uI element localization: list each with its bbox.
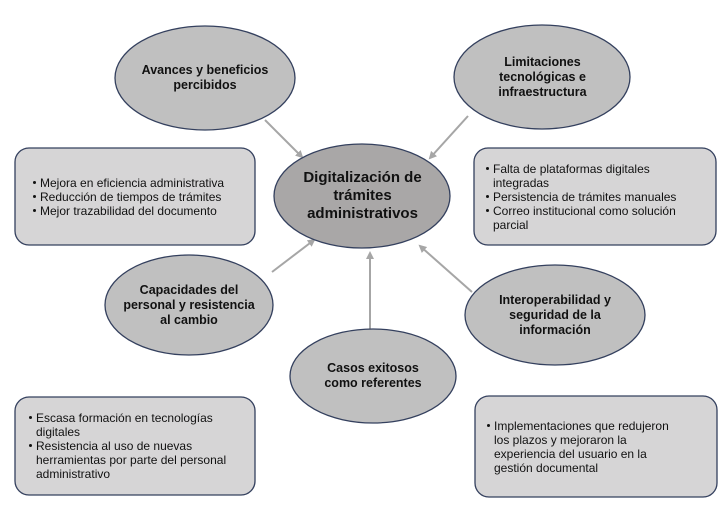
- list-avances: Mejora en eficiencia administrativa Redu…: [15, 148, 255, 245]
- ellipse-capacidades: [104, 254, 274, 356]
- ellipse-interop: [464, 264, 646, 366]
- list-item: Resistencia al uso de nuevas herramienta…: [29, 439, 240, 481]
- ellipse-center: [273, 143, 451, 249]
- ellipse-avances: [114, 25, 296, 131]
- box-capacidades: [14, 396, 256, 496]
- list-item: Reducción de tiempos de trámites: [33, 190, 224, 204]
- box-limitaciones: [473, 147, 717, 246]
- list-item: Implementaciones que redujeron los plazo…: [487, 419, 685, 475]
- node-limitaciones: Limitaciones tecnológicas e infraestruct…: [498, 54, 587, 99]
- list-item: Mejor trazabilidad del documento: [33, 204, 224, 218]
- ellipse-limitaciones: [453, 24, 631, 130]
- box-avances: [14, 147, 256, 246]
- arrow-capacidades: [271, 238, 316, 273]
- list-limitaciones: Falta de plataformas digitales integrada…: [474, 148, 709, 245]
- node-capacidades: Capacidades del personal y resistencia a…: [123, 282, 255, 327]
- arrow-interop: [418, 244, 473, 293]
- list-item: Mejora en eficiencia administrativa: [33, 176, 224, 190]
- list-item: Correo institucional como solución parci…: [486, 204, 709, 232]
- node-casos: Casos exitosos como referentes: [324, 361, 422, 390]
- node-avances: Avances y beneficios percibidos: [141, 63, 269, 92]
- arrow-avances: [264, 119, 304, 159]
- node-interop: Interoperabilidad y seguridad de la info…: [499, 292, 611, 337]
- list-item: Escasa formación en tecnologías digitale…: [29, 411, 240, 439]
- list-capacidades: Escasa formación en tecnologías digitale…: [15, 397, 240, 495]
- box-interop: [474, 395, 718, 498]
- ellipse-casos: [289, 328, 457, 424]
- node-center: Digitalización de trámites administrativ…: [303, 169, 422, 222]
- arrow-limitaciones: [428, 115, 469, 160]
- list-item: Falta de plataformas digitales integrada…: [486, 162, 709, 190]
- list-interop: Implementaciones que redujeron los plazo…: [475, 396, 685, 497]
- list-item: Persistencia de trámites manuales: [486, 190, 709, 204]
